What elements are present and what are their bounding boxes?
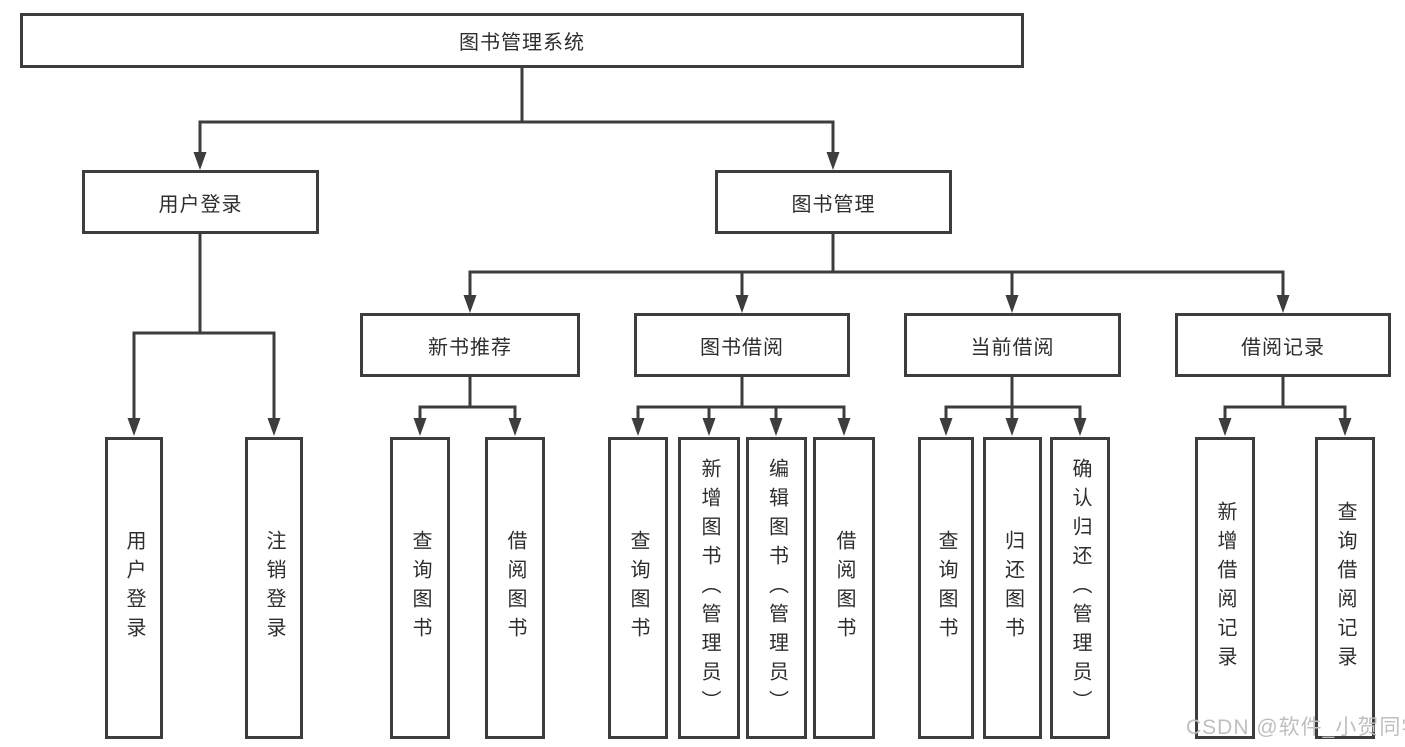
leaf-borrow-books-recommend: 借阅图书	[485, 437, 545, 739]
node-user-login: 用户登录	[82, 170, 319, 234]
connector-currentborrow-to-leaves	[944, 377, 1082, 420]
leaf-return-books: 归还图书	[983, 437, 1042, 739]
leaf-user-login: 用户登录	[105, 437, 163, 739]
leaf-confirm-return-admin-label: 确认归还（管理员）	[1069, 457, 1091, 719]
leaf-add-borrow-record-label: 新增借阅记录	[1214, 501, 1236, 675]
leaf-borrow-books-borrowing: 借阅图书	[813, 437, 875, 739]
node-book-borrowing: 图书借阅	[634, 313, 850, 377]
connector-borrowrecord-to-leaves	[1223, 377, 1347, 420]
leaf-query-books-current: 查询图书	[918, 437, 974, 739]
leaf-logout-login: 注销登录	[245, 437, 303, 739]
arrowheads	[127, 152, 1352, 436]
leaf-query-books-current-label: 查询图书	[935, 530, 957, 646]
leaf-borrow-books-recommend-label: 借阅图书	[504, 530, 526, 646]
leaf-query-books-borrowing-label: 查询图书	[627, 530, 649, 646]
connector-userlogin-to-leaves	[132, 234, 276, 420]
leaf-query-books-recommend-label: 查询图书	[409, 530, 431, 646]
node-new-book-recommend: 新书推荐	[360, 313, 580, 377]
leaf-query-borrow-record: 查询借阅记录	[1315, 437, 1375, 739]
node-root-system: 图书管理系统	[20, 13, 1024, 68]
leaf-query-books-recommend: 查询图书	[390, 437, 450, 739]
leaf-add-books-admin-label: 新增图书（管理员）	[698, 457, 720, 719]
leaf-return-books-label: 归还图书	[1001, 530, 1024, 646]
leaf-add-books-admin: 新增图书（管理员）	[678, 437, 740, 739]
node-current-borrowing: 当前借阅	[904, 313, 1121, 377]
csdn-watermark: CSDN @软件_小贺同学	[1186, 716, 1405, 739]
leaf-borrow-books-borrowing-label: 借阅图书	[833, 530, 855, 646]
leaf-user-login-label: 用户登录	[123, 530, 145, 646]
leaf-confirm-return-admin: 确认归还（管理员）	[1050, 437, 1110, 739]
node-borrowing-records: 借阅记录	[1175, 313, 1391, 377]
leaf-edit-books-admin-label: 编辑图书（管理员）	[765, 457, 788, 719]
leaf-add-borrow-record: 新增借阅记录	[1195, 437, 1255, 739]
leaf-edit-books-admin: 编辑图书（管理员）	[746, 437, 807, 739]
connector-bookmgmt-to-level3	[468, 234, 1285, 297]
connector-bookborrow-to-leaves	[636, 377, 846, 420]
leaf-logout-login-label: 注销登录	[263, 530, 285, 646]
connector-newbook-to-leaves	[418, 377, 517, 420]
leaf-query-borrow-record-label: 查询借阅记录	[1334, 501, 1356, 675]
connector-root-to-level2	[198, 68, 835, 154]
leaf-query-books-borrowing: 查询图书	[608, 437, 668, 739]
node-book-management: 图书管理	[715, 170, 952, 234]
